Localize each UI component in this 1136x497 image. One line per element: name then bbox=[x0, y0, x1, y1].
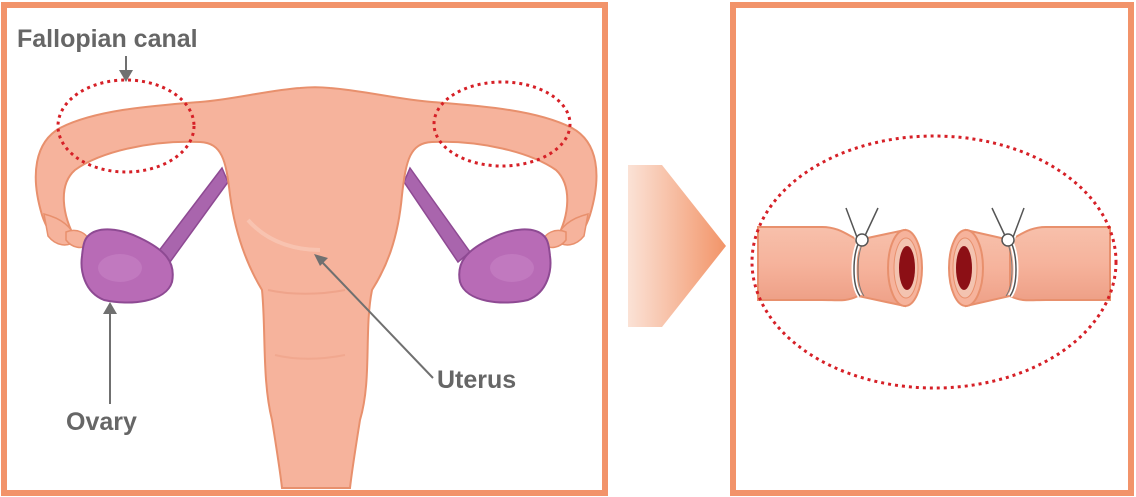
tube-segment-right bbox=[949, 227, 1110, 306]
right-arrow-icon bbox=[628, 165, 726, 327]
label-fallopian-canal: Fallopian canal bbox=[17, 25, 198, 53]
label-uterus: Uterus bbox=[437, 366, 516, 394]
label-ovary: Ovary bbox=[66, 408, 137, 436]
tube-segment-left bbox=[758, 227, 922, 306]
